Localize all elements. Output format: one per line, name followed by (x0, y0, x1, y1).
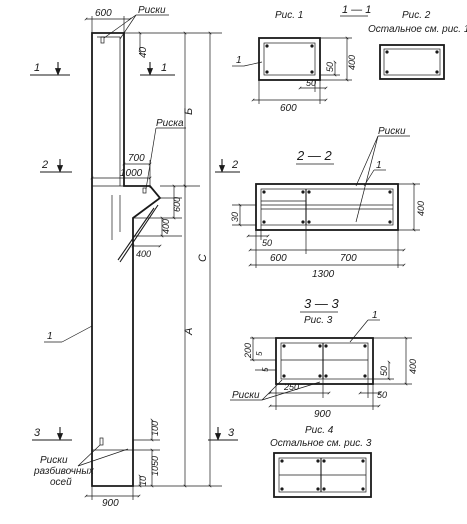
fig4-section-outline (273, 452, 372, 498)
fig1: Рис. 1 1 — 1 1 50 400 50 600 (232, 4, 371, 114)
svg-text:1: 1 (161, 62, 167, 74)
fig1-item: 1 (236, 55, 242, 66)
console-400h-label: 400 (136, 249, 151, 259)
sec33-d5b: 5 (261, 367, 270, 372)
sec33-d250: 250 (283, 382, 299, 392)
fig1-d50v: 50 (325, 62, 335, 72)
sec33: 3 — 3 Рис. 3 1 200 5 5 50 400 Риски (230, 296, 418, 420)
sec22-d30: 30 (230, 212, 240, 222)
sec22-d1300: 1300 (312, 269, 335, 280)
column-elevation: 600 Риски 40 Б А С Риска 700 1000 600 (30, 5, 240, 509)
fig1-title: Рис. 1 (275, 10, 303, 21)
fig1-d600: 600 (280, 103, 297, 114)
bottom-mark (99, 437, 104, 446)
sec22-item: 1 (376, 160, 382, 171)
top-marks-label: Риски (138, 5, 166, 16)
console-1000-label: 1000 (120, 168, 143, 179)
cut-mark-2: 2 2 (40, 159, 240, 173)
fig2: Рис. 2 Остальное см. рис. 1 (368, 10, 467, 80)
sec33-item: 1 (372, 310, 378, 321)
column-inner-line (97, 36, 121, 186)
sec22-inner-outline (260, 188, 394, 226)
fig1-d400: 400 (347, 55, 357, 70)
offset-40-label: 40 (138, 46, 149, 58)
sec33-d400: 400 (408, 359, 418, 374)
sec33-section-outline (275, 337, 374, 385)
fig1-inner-outline (263, 42, 316, 76)
bottom-100-label: 100 (150, 421, 160, 436)
fig1-section-title: 1 — 1 (342, 4, 371, 16)
top-width-label: 600 (95, 8, 112, 19)
svg-text:3: 3 (228, 427, 235, 439)
fig2-inner-outline (383, 48, 441, 76)
fig2-note: Остальное см. рис. 1 (368, 24, 467, 35)
console-rebar-1 (119, 204, 159, 263)
dim-a-label: А (183, 328, 195, 336)
fig1-d50h: 50 (306, 78, 316, 88)
console-600-label: 600 (172, 197, 182, 212)
sec33-inner-outline (280, 342, 369, 380)
fig2-title: Рис. 2 (402, 10, 431, 21)
sec22-d50: 50 (262, 238, 272, 248)
cut-mark-1: 1 1 (30, 62, 175, 76)
sec22-title: 2 — 2 (296, 148, 332, 163)
console-mark-label: Риска (156, 118, 184, 129)
column-upper-outline (91, 32, 162, 487)
sec22-marks-label: Риски (378, 126, 406, 137)
fig4-note: Остальное см. рис. 3 (270, 438, 372, 449)
bottom-width-label: 900 (102, 498, 119, 509)
dim-c-label: С (197, 254, 209, 262)
fig2-section-outline (379, 44, 445, 80)
sec33-d900: 900 (314, 409, 331, 420)
sec22: 2 — 2 Риски 1 30 400 50 600 700 1 (230, 126, 426, 280)
console-mark (142, 187, 147, 194)
sec22-d700: 700 (340, 253, 357, 264)
top-mark (100, 36, 105, 44)
axes-label-line3: осей (50, 477, 72, 488)
bottom-10-label: 10 (138, 476, 148, 486)
console-rebar-2 (117, 207, 155, 261)
svg-text:3: 3 (34, 427, 41, 439)
fig1-section-outline (258, 37, 321, 81)
console-400v-label: 400 (161, 219, 171, 234)
sec33-d5a: 5 (255, 351, 264, 356)
sec33-title: 3 — 3 (304, 296, 339, 311)
svg-text:2: 2 (231, 159, 238, 171)
sec33-marks-label: Риски (232, 390, 260, 401)
sec33-d50v: 50 (379, 366, 389, 376)
console-700-label: 700 (128, 153, 145, 164)
svg-text:2: 2 (41, 159, 48, 171)
axes-label-line1: Риски (40, 455, 68, 466)
sec22-section-outline (255, 183, 399, 231)
dim-b-label: Б (183, 108, 195, 115)
axes-label-line2: разбивочных (33, 465, 95, 477)
elevation-item-1: 1 (47, 331, 53, 342)
svg-text:1: 1 (34, 62, 40, 74)
fig4: Рис. 4 Остальное см. рис. 3 (270, 425, 372, 498)
sec22-d600: 600 (270, 253, 287, 264)
sec33-d50h: 50 (377, 390, 387, 400)
sec33-d200: 200 (243, 343, 253, 359)
sec33-subtitle: Рис. 3 (304, 315, 333, 326)
fig4-title: Рис. 4 (305, 425, 334, 436)
bottom-1050-label: 1050 (150, 456, 160, 476)
cut-mark-3: 3 3 (32, 427, 238, 441)
sec22-d400: 400 (416, 201, 426, 216)
